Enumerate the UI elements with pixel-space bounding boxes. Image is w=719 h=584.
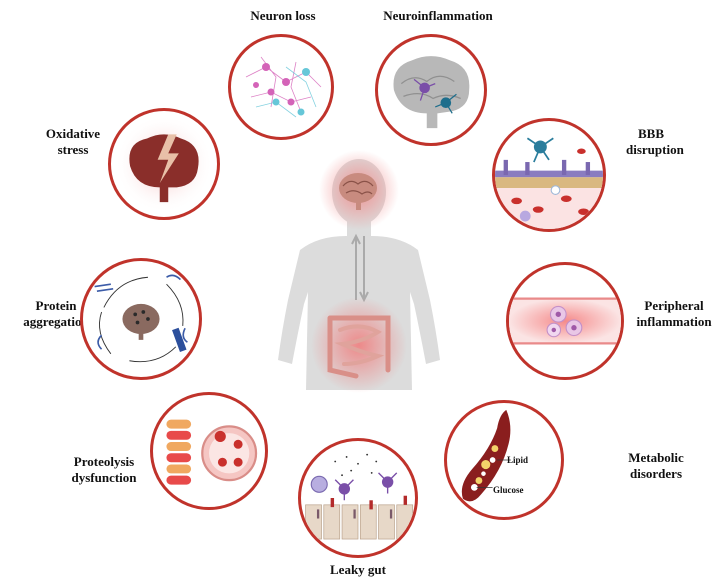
blood-brain-barrier-icon: [495, 137, 603, 229]
proteasome-lysosome-icon: [166, 419, 258, 485]
protein-aggregation-cycle-icon: [94, 274, 188, 363]
label-leaky-gut: Leaky gut: [330, 562, 386, 577]
central-brain-icon: [339, 173, 377, 210]
label-metabolic-disorders: Metabolic disorders: [628, 450, 684, 481]
protein-aggregation-circle: [80, 258, 202, 380]
label-bbb-disruption: BBB disruption: [626, 126, 684, 157]
label-peripheral-inflammation: Peripheral inflammation: [636, 298, 712, 329]
stressed-brain-icon: [115, 115, 213, 213]
metabolic-disorders-circle: Lipid Glucose: [444, 400, 564, 520]
label-lipid: Lipid: [507, 455, 529, 465]
label-neuroinflammation: Neuroinflammation: [383, 8, 493, 23]
label-neuron-loss: Neuron loss: [250, 8, 316, 23]
oxidative-stress-circle: [108, 108, 220, 220]
label-protein-aggregation: Protein aggregation: [23, 298, 89, 329]
neuron-network-icon: [245, 56, 322, 118]
neuron-loss-circle: [228, 34, 334, 140]
blood-vessel-lipid-icon: [461, 409, 511, 502]
label-oxidative-stress: Oxidative stress: [45, 126, 101, 157]
label-glucose: Glucose: [493, 485, 524, 495]
central-intestine-icon: [327, 315, 391, 379]
inflamed-brain-icon: [393, 56, 470, 129]
peripheral-inflammation-circle: [506, 262, 624, 380]
neuroinflammation-circle: [375, 34, 487, 146]
inflamed-vessel-icon: [509, 297, 621, 345]
proteolysis-dysfunction-circle: [150, 392, 268, 510]
label-proteolysis-dysfunction: Proteolysis dysfunction: [71, 454, 137, 485]
bidirectional-arrow-icon: [351, 233, 369, 303]
bbb-disruption-circle: [492, 118, 606, 232]
leaky-gut-circle: [298, 438, 418, 558]
intestinal-barrier-icon: [305, 453, 414, 540]
